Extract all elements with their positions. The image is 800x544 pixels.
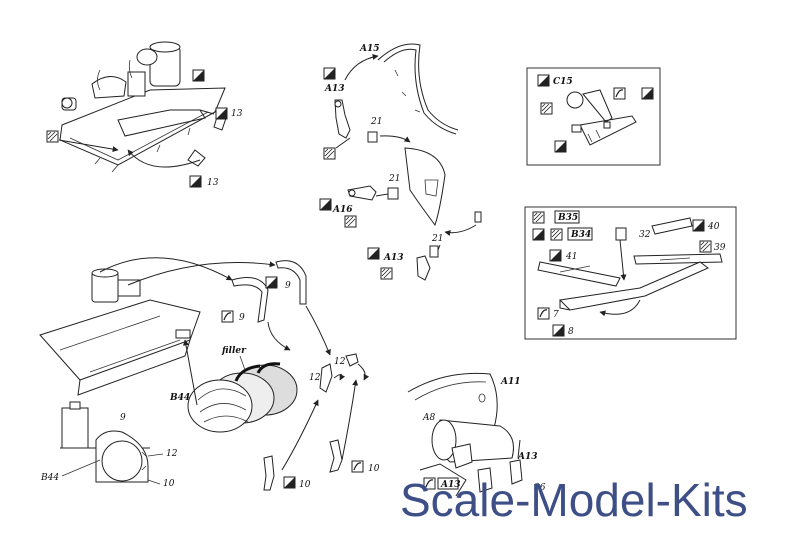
bend-marker-icon (221, 310, 234, 323)
part-label: 13 (231, 109, 243, 119)
part-label: 9 (120, 413, 126, 423)
part-label: C15 (553, 77, 573, 87)
fill-marker-icon (319, 198, 332, 211)
inset-b44: B44 9 12 10 (40, 401, 178, 489)
drum (187, 362, 298, 433)
part-label: 40 (707, 222, 720, 232)
hull-drum-assembly: filler B44 9 9 12 12 10 10 (39, 257, 380, 491)
watermark-text: Scale-Model-Kits (400, 474, 748, 526)
fill-marker-icon (552, 324, 565, 337)
part-label-box (554, 210, 580, 224)
part-label: 8 (568, 327, 574, 337)
fill-marker-icon (641, 87, 654, 100)
fill-marker-icon (549, 249, 562, 262)
fill-marker-icon (265, 276, 278, 289)
fill-marker-icon (215, 107, 228, 120)
fill-marker-icon (283, 476, 296, 489)
part-label: 9 (239, 313, 245, 323)
fill-marker-icon (367, 247, 380, 260)
part-label-box (437, 477, 459, 490)
hatch-marker-icon (540, 102, 553, 115)
part-label: A16 (332, 205, 353, 215)
part-label: 12 (309, 373, 321, 383)
part-label: 10 (163, 479, 175, 489)
part-label: B44 (169, 393, 190, 403)
part-label: 21 (388, 174, 400, 184)
detail-box-c15: C15 (526, 67, 661, 166)
fill-marker-icon (554, 140, 567, 153)
part-label: B44 (40, 473, 59, 483)
part-label: A13 (383, 253, 404, 263)
hatch-marker-icon (380, 267, 393, 280)
part-label: 12 (334, 357, 346, 367)
part-label: A8 (422, 413, 435, 423)
part-label: B34 (570, 230, 591, 240)
bend-marker-icon (351, 460, 364, 473)
detail-box-skirts: B35 B34 41 32 40 39 7 8 (524, 206, 737, 340)
part-label: 21 (370, 117, 382, 127)
hatch-marker-icon (550, 228, 563, 241)
fill-marker-icon (323, 67, 336, 80)
part-label: 39 (714, 243, 726, 253)
part-label: 13 (207, 178, 219, 188)
fill-marker-icon (189, 175, 202, 188)
part-label: 10 (368, 464, 380, 474)
part-label: filler (221, 346, 247, 356)
part-label: 21 (431, 234, 443, 244)
part-label: 7 (553, 310, 559, 320)
part-label: A13 (324, 84, 345, 94)
part-label: 9 (285, 281, 291, 291)
part-label: 36 (534, 483, 546, 493)
fill-marker-icon (692, 219, 705, 232)
part-label: A11 (500, 377, 521, 387)
part-label: 32 (639, 230, 651, 240)
part-label: A15 (359, 44, 380, 54)
engine-deck-assembly: 13 13 (46, 41, 243, 188)
part-label: 12 (166, 449, 178, 459)
hatch-marker-icon (323, 147, 336, 160)
fill-marker-icon (192, 69, 205, 82)
hatch-marker-icon (46, 130, 59, 143)
hatch-marker-icon (699, 240, 712, 253)
bend-marker-icon (613, 87, 626, 100)
fender-assembly: A15 A13 21 21 A16 21 A13 (319, 43, 482, 281)
fill-marker-icon (537, 74, 550, 87)
part-label: 10 (299, 480, 311, 490)
bend-marker-icon (537, 307, 550, 320)
hull-front-assembly: A13 A11 A8 A13 36 (407, 372, 546, 497)
part-label: B35 (557, 213, 578, 223)
part-label-box (567, 227, 593, 241)
hatch-marker-icon (532, 211, 545, 224)
part-label: A13 (440, 480, 461, 490)
part-label: A13 (517, 452, 538, 462)
part-label: 41 (565, 252, 577, 262)
hatch-marker-icon (344, 215, 357, 228)
fill-marker-icon (532, 228, 545, 241)
